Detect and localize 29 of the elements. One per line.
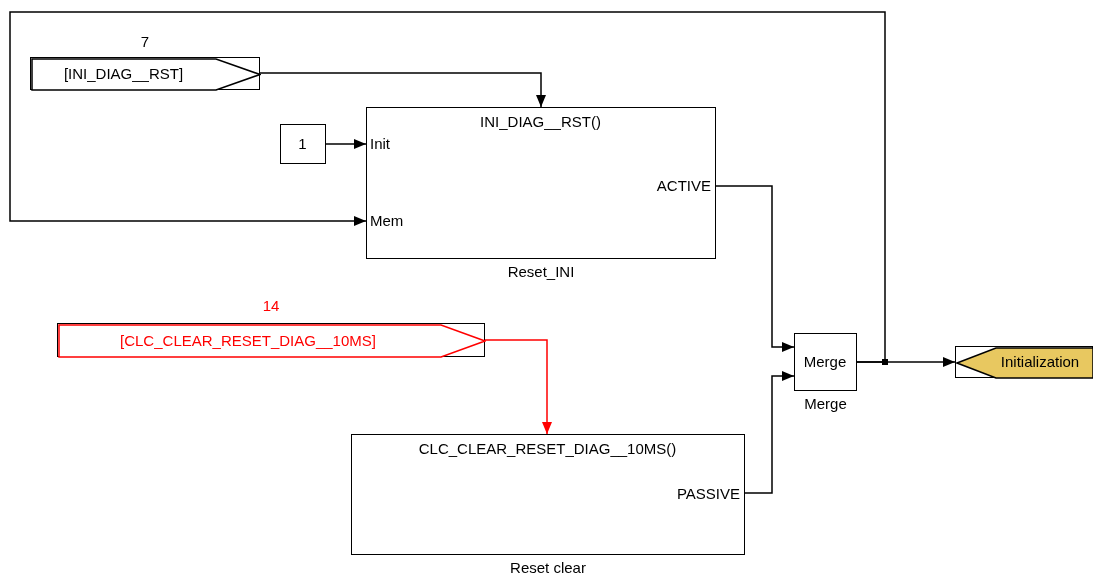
tag-number: 7 <box>139 32 151 52</box>
block-name: Merge <box>803 394 848 414</box>
signal-line <box>259 72 546 108</box>
subsystem-block <box>366 107 716 259</box>
port-label: Init <box>370 134 390 154</box>
subsystem-block <box>351 434 745 555</box>
port-label: Mem <box>370 211 404 231</box>
signal-line <box>744 371 795 494</box>
signal-name: [CLC_CLEAR_RESET_DIAG__10MS] <box>119 331 377 351</box>
block-title: CLC_CLEAR_RESET_DIAG__10MS() <box>417 439 678 459</box>
goto-tag <box>955 346 1093 378</box>
signal-line <box>856 357 956 367</box>
block-title: INI_DIAG__RST() <box>479 112 602 132</box>
signal-line <box>484 339 552 435</box>
signal-line <box>325 139 367 149</box>
from-tag <box>57 323 485 357</box>
signal-line <box>715 185 795 352</box>
constant-value: 1 <box>297 134 308 154</box>
constant-block <box>280 124 326 164</box>
port-label: ACTIVE <box>655 176 711 196</box>
tag-number: 14 <box>261 296 281 316</box>
signal-name: [INI_DIAG__RST] <box>62 64 185 84</box>
block-name: Reset_INI <box>506 262 576 282</box>
from-tag <box>30 57 260 90</box>
merge-block <box>794 333 857 391</box>
signal-name: Initialization <box>999 352 1081 372</box>
block-label: Merge <box>802 352 848 372</box>
block-name: Reset clear <box>509 558 587 577</box>
port-label: PASSIVE <box>675 484 740 504</box>
